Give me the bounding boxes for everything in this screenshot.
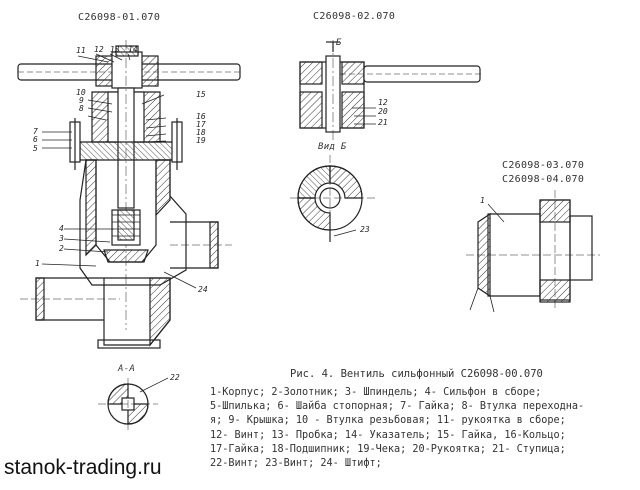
svg-text:13: 13 bbox=[110, 45, 120, 54]
figure-caption: Рис. 4. Вентиль сильфонный С26098-00.070 bbox=[290, 368, 543, 380]
view-b-label: Вид Б bbox=[318, 142, 347, 152]
site-watermark: stanok-trading.ru bbox=[4, 456, 162, 479]
drawing-code-right-b: С26098-04.070 bbox=[502, 174, 585, 185]
svg-text:9: 9 bbox=[79, 96, 84, 105]
legend-line: 17-Гайка; 18-Подшипник; 19-Чека; 20-Руко… bbox=[210, 443, 566, 455]
legend-line: 22-Винт; 23-Винт; 24- Штифт; bbox=[210, 458, 382, 470]
right-detail-view bbox=[466, 190, 600, 313]
svg-text:6: 6 bbox=[33, 135, 38, 144]
main-valve-section bbox=[17, 40, 241, 349]
svg-text:17: 17 bbox=[196, 120, 206, 129]
section-b-mark: Б bbox=[336, 38, 342, 48]
svg-text:12: 12 bbox=[94, 45, 104, 54]
svg-text:1: 1 bbox=[35, 259, 40, 268]
callout-23: 23 bbox=[360, 225, 370, 234]
drawing-code-top-right: С26098-02.070 bbox=[313, 11, 396, 22]
legend-line: я; 9- Крышка; 10 - Втулка резьбовая; 11-… bbox=[210, 415, 566, 427]
drawing-code-main: С26098-01.070 bbox=[78, 12, 161, 23]
svg-text:4: 4 bbox=[59, 224, 64, 233]
svg-text:10: 10 bbox=[76, 88, 86, 97]
svg-text:7: 7 bbox=[33, 127, 38, 136]
svg-text:18: 18 bbox=[196, 128, 206, 137]
svg-text:8: 8 bbox=[79, 104, 84, 113]
svg-text:12: 12 bbox=[378, 98, 388, 107]
svg-text:3: 3 bbox=[58, 234, 64, 243]
svg-text:2: 2 bbox=[59, 244, 64, 253]
drawing-code-right-a: С26098-03.070 bbox=[502, 160, 585, 171]
handle-hub-view bbox=[299, 40, 482, 140]
svg-text:16: 16 bbox=[196, 112, 206, 121]
legend-line: 12- Винт; 13- Пробка; 14- Указатель; 15-… bbox=[210, 429, 566, 441]
legend-line: 1-Корпус; 2-Золотник; 3- Шпиндель; 4- Си… bbox=[210, 387, 542, 398]
svg-text:14: 14 bbox=[128, 45, 138, 54]
legend-line: 5-Шпилька; 6- Шайба стопорная; 7- Гайка;… bbox=[210, 401, 585, 413]
svg-text:20: 20 bbox=[378, 107, 388, 116]
svg-text:11: 11 bbox=[76, 46, 86, 55]
svg-text:24: 24 bbox=[198, 285, 208, 294]
top-callouts: 12 20 21 bbox=[378, 98, 388, 127]
svg-text:15: 15 bbox=[196, 90, 206, 99]
main-callouts: 11 12 13 14 15 16 17 18 19 10 9 8 7 6 5 … bbox=[33, 45, 208, 294]
parts-legend: 1-Корпус; 2-Золотник; 3- Шпиндель; 4- Си… bbox=[210, 386, 635, 471]
callout-1-right: 1 bbox=[480, 196, 485, 205]
svg-text:5: 5 bbox=[33, 144, 38, 153]
svg-text:19: 19 bbox=[196, 136, 206, 145]
view-b bbox=[290, 155, 375, 242]
section-aa bbox=[98, 377, 169, 430]
svg-text:21: 21 bbox=[378, 118, 388, 127]
callout-22: 22 bbox=[170, 373, 180, 382]
section-aa-label: А-А bbox=[118, 364, 136, 374]
